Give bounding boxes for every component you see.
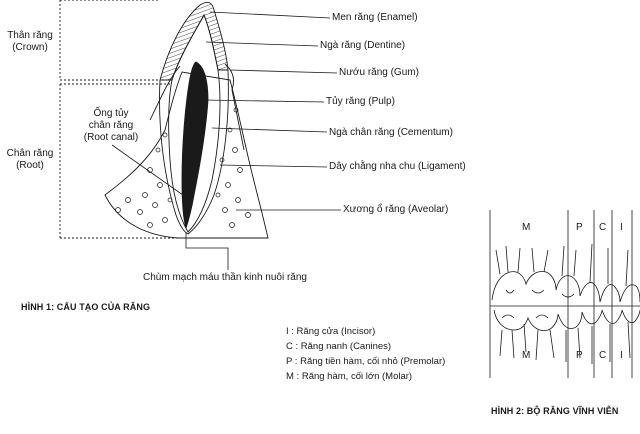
legend-canine: C : Răng nanh (Canines) (286, 341, 392, 352)
pulp (181, 61, 209, 230)
lower-incisor-label: I (620, 350, 623, 361)
root-canal-label-line2: chân răng (88, 120, 134, 131)
upper-molar-label: M (522, 222, 531, 233)
gum-label: Nướu răng (Gum) (339, 67, 419, 78)
pulp-label: Tủy răng (Pulp) (326, 96, 395, 107)
figure1-caption: HÌNH 1: CẤU TẠO CỦA RĂNG (21, 302, 151, 312)
figure2-caption: HÌNH 2: BỘ RĂNG VĨNH VIỄN (491, 406, 619, 416)
dentition-drawing (489, 210, 640, 378)
gum-left (149, 65, 181, 121)
root-canal-label-line1: Ống tủy (93, 108, 129, 119)
tooth-cross-section (59, 0, 341, 270)
cementum-label: Ngà chân răng (Cementum) (329, 127, 453, 138)
lower-premolar-label: P (576, 350, 583, 361)
legend-incisor: I : Răng cửa (Incisor) (286, 326, 376, 337)
root-label-vi: Chân răng (6, 148, 54, 159)
ligament-label: Dây chằng nha chu (Ligament) (329, 161, 466, 172)
crown-bracket (59, 0, 160, 81)
aveolar-label: Xương ổ răng (Aveolar) (343, 204, 449, 215)
root-canal-label-line3: (Root canal) (83, 132, 139, 143)
legend-premolar: P : Răng tiền hàm, cối nhỏ (Premolar) (286, 356, 446, 367)
enamel-label: Men răng (Enamel) (332, 12, 418, 23)
leader-lines (111, 11, 341, 270)
root-outline (159, 69, 229, 235)
dentine (168, 13, 221, 233)
upper-premolar-label: P (576, 222, 583, 233)
upper-teeth (491, 271, 640, 303)
root-label: Chân răng (Root) (2, 148, 58, 172)
root-label-en: (Root) (16, 160, 44, 171)
lower-teeth (493, 309, 640, 331)
upper-incisor-label: I (620, 222, 623, 233)
upper-canine-label: C (599, 222, 607, 233)
lower-canine-label: C (599, 350, 607, 361)
neurovascular-label: Chùm mạch máu thần kinh nuôi răng (143, 272, 307, 283)
crown-label-en: (Crown) (12, 42, 48, 53)
crown-label-vi: Thân răng (7, 30, 53, 41)
legend-molar: M : Răng hàm, cối lớn (Molar) (286, 371, 413, 382)
dentine-label: Ngà răng (Dentine) (320, 40, 406, 51)
crown-label: Thân răng (Crown) (2, 30, 58, 54)
root-canal-label: Ống tủy chân răng (Root canal) (66, 108, 156, 144)
root-bracket (59, 83, 180, 239)
lower-molar-label: M (522, 350, 531, 361)
